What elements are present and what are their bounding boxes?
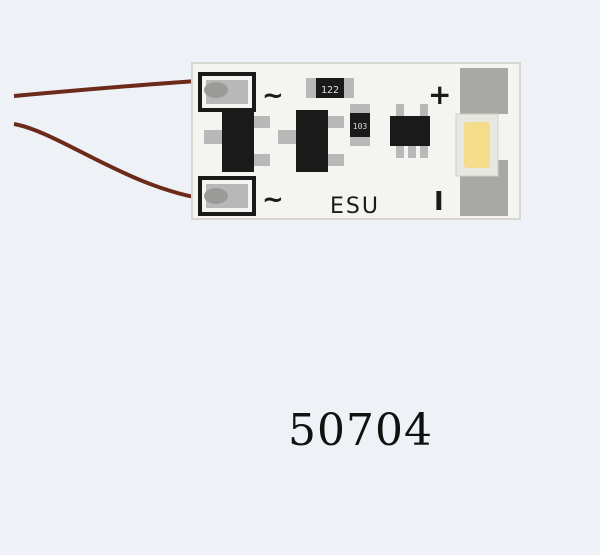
article-number: 50704 (288, 405, 433, 456)
rectifier-chip-right (296, 110, 328, 172)
output-plus-symbol: + (428, 78, 451, 111)
wire-top (13, 78, 213, 98)
led-module-photo: 122 103 ~ ~ + I ESU (13, 62, 521, 220)
output-pad-top (460, 68, 508, 114)
rectifier-chip-left (222, 110, 254, 172)
resistor-top (306, 78, 354, 98)
resistor-marking-small: 103 (353, 122, 368, 131)
led-emitter (464, 122, 490, 168)
driver-ic (390, 116, 430, 146)
input-pad-bottom (198, 176, 256, 216)
resistor-small (350, 104, 370, 146)
board-marking: ESU (330, 194, 380, 219)
input-symbol-bottom: ~ (262, 185, 284, 215)
wire-bottom (13, 122, 213, 202)
resistor-marking: 122 (321, 85, 339, 96)
output-minus-symbol: I (434, 187, 444, 217)
input-symbol-top: ~ (262, 81, 284, 111)
